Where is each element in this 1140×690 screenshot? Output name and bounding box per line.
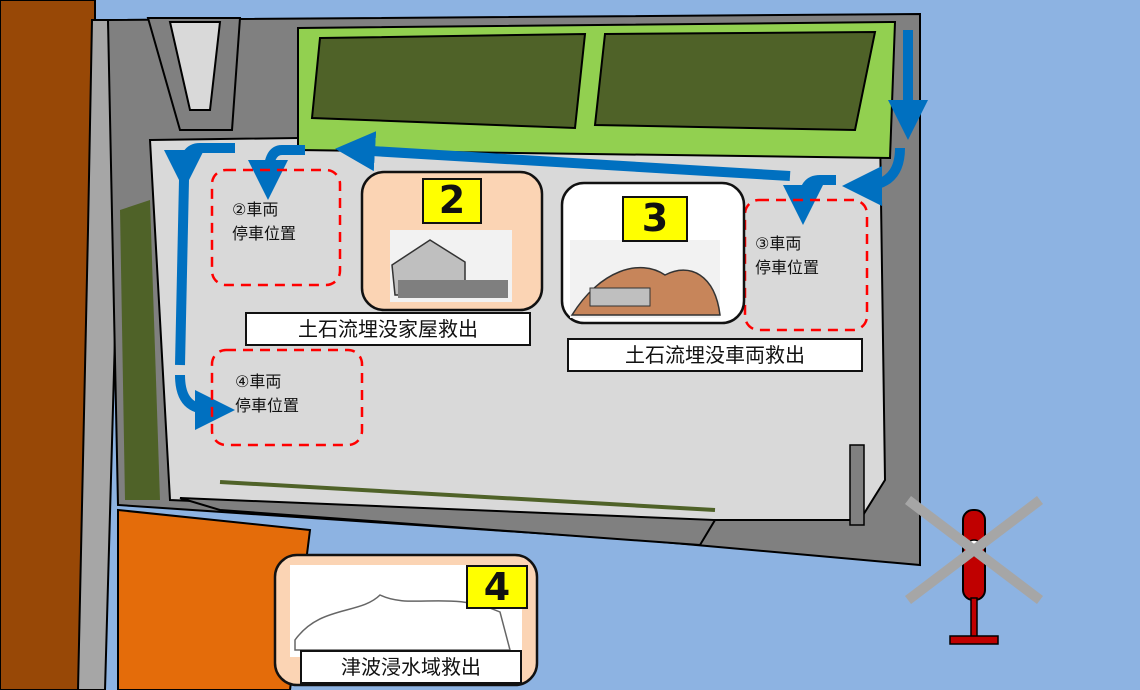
route-arrow-icon <box>842 147 905 206</box>
route-arrow-icon <box>175 374 235 430</box>
green-strip <box>120 200 160 500</box>
parking-label-4: ④車両 停車位置 <box>235 372 300 415</box>
route-arrow-icon <box>164 143 235 190</box>
pier <box>179 497 717 547</box>
slope-area <box>117 508 312 690</box>
no-landing-cross-icon <box>904 496 1044 604</box>
zone-caption-4: 津波浸水域救出 <box>300 650 522 684</box>
parking-label-3: ③車両 停車位置 <box>755 234 820 277</box>
parking-area-4 <box>210 348 364 447</box>
zone-number-4: 4 <box>466 565 528 609</box>
route-arrow-icon <box>783 175 836 225</box>
route-arrow-icon <box>335 131 791 181</box>
route-arrows <box>164 30 928 430</box>
zone-number-2: 2 <box>422 178 482 224</box>
zone-caption-2: 土石流埋没家屋救出 <box>245 312 531 346</box>
cliff-area <box>0 0 96 690</box>
parking-label-2: ②車両 停車位置 <box>232 200 297 243</box>
route-arrow-icon <box>248 145 305 200</box>
parking-area-2 <box>210 168 342 287</box>
zone-caption-3: 土石流埋没車両救出 <box>567 338 863 372</box>
route-arrow-icon <box>175 179 189 366</box>
zone-number-3: 3 <box>622 196 688 242</box>
